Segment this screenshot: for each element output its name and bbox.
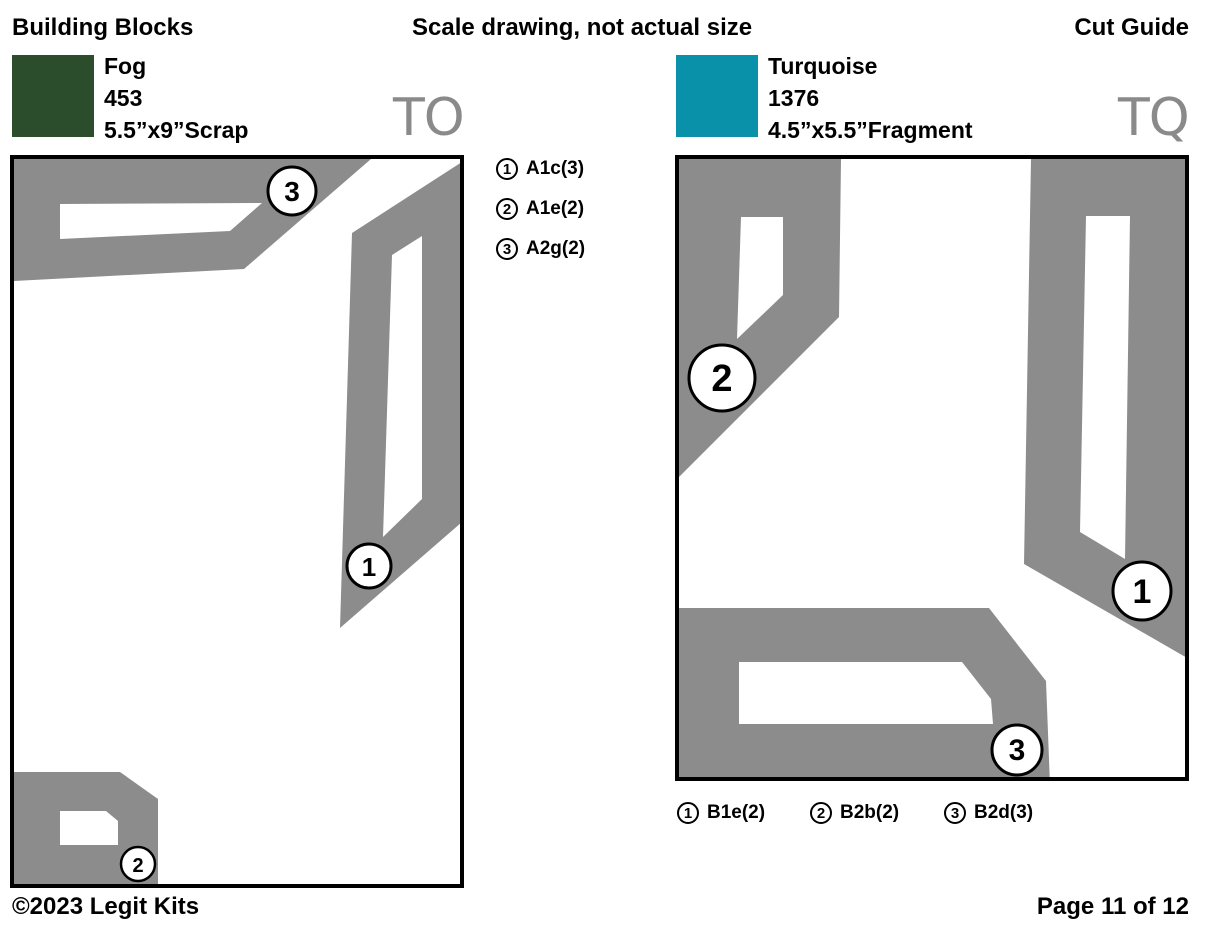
page-number: Page 11 of 12 (1036, 893, 1189, 920)
fabric-info-fog: Fog 453 5.5”x9”Scrap (104, 50, 248, 146)
legend-label: A2g(2) (526, 238, 586, 259)
svg-text:2: 2 (711, 358, 732, 400)
piece-shape-1 (340, 163, 460, 628)
svg-text:3: 3 (284, 176, 300, 207)
legend-number: 1 (677, 802, 699, 824)
cut-diagram-turquoise-svg: 2 1 3 (679, 159, 1185, 777)
legend-label: B1e(2) (707, 802, 766, 823)
piece-marker-2: 2 (119, 845, 157, 883)
fabric-code: TO (393, 88, 465, 148)
guide-title: Cut Guide (1074, 14, 1189, 41)
legend-item: 2 B2b(2) (810, 802, 899, 824)
piece-shape-1 (1024, 159, 1185, 657)
copyright: ©2023 Legit Kits (12, 893, 200, 920)
svg-text:1: 1 (1133, 573, 1152, 611)
cut-diagram-fog: 3 1 2 (10, 155, 464, 888)
fabric-code: TQ (1118, 88, 1190, 148)
legend-label: A1c(3) (526, 158, 585, 179)
piece-marker-1: 1 (345, 542, 393, 590)
legend-item: 3 A2g(2) (496, 238, 585, 260)
fabric-number: 453 (104, 85, 143, 111)
legend-item: 3 B2d(3) (944, 802, 1033, 824)
cut-diagram-fog-svg: 3 1 2 (14, 159, 460, 884)
piece-marker-3: 3 (266, 165, 318, 217)
piece-marker-1: 1 (1111, 560, 1173, 622)
legend-label: A1e(2) (526, 198, 585, 219)
legend-number: 2 (810, 802, 832, 824)
fabric-swatch-fog (12, 55, 94, 137)
fabric-name: Turquoise (768, 53, 878, 79)
svg-text:3: 3 (1009, 734, 1026, 767)
fabric-swatch-turquoise (676, 55, 758, 137)
piece-shape-3 (14, 159, 371, 281)
piece-shape-3 (679, 608, 1050, 777)
svg-text:1: 1 (362, 552, 376, 582)
fabric-size: 4.5”x5.5”Fragment (768, 117, 973, 143)
legend-label: B2d(3) (974, 802, 1034, 823)
pattern-title: Building Blocks (12, 14, 194, 41)
legend-number: 3 (496, 238, 518, 260)
fabric-size: 5.5”x9”Scrap (104, 117, 249, 143)
scale-note: Scale drawing, not actual size (412, 14, 753, 41)
fabric-number: 1376 (768, 85, 820, 111)
fabric-info-turquoise: Turquoise 1376 4.5”x5.5”Fragment (768, 50, 973, 146)
legend-number: 1 (496, 158, 518, 180)
legend-label: B2b(2) (840, 802, 900, 823)
fabric-name: Fog (104, 53, 147, 79)
cut-diagram-turquoise: 2 1 3 (675, 155, 1189, 781)
legend-item: 2 A1e(2) (496, 198, 584, 220)
piece-marker-3: 3 (990, 723, 1044, 777)
piece-marker-2: 2 (687, 343, 757, 413)
legend-number: 3 (944, 802, 966, 824)
legend-number: 2 (496, 198, 518, 220)
svg-text:2: 2 (132, 855, 143, 877)
piece-shape-2 (679, 159, 841, 477)
legend-item: 1 A1c(3) (496, 158, 584, 180)
legend-item: 1 B1e(2) (677, 802, 765, 824)
